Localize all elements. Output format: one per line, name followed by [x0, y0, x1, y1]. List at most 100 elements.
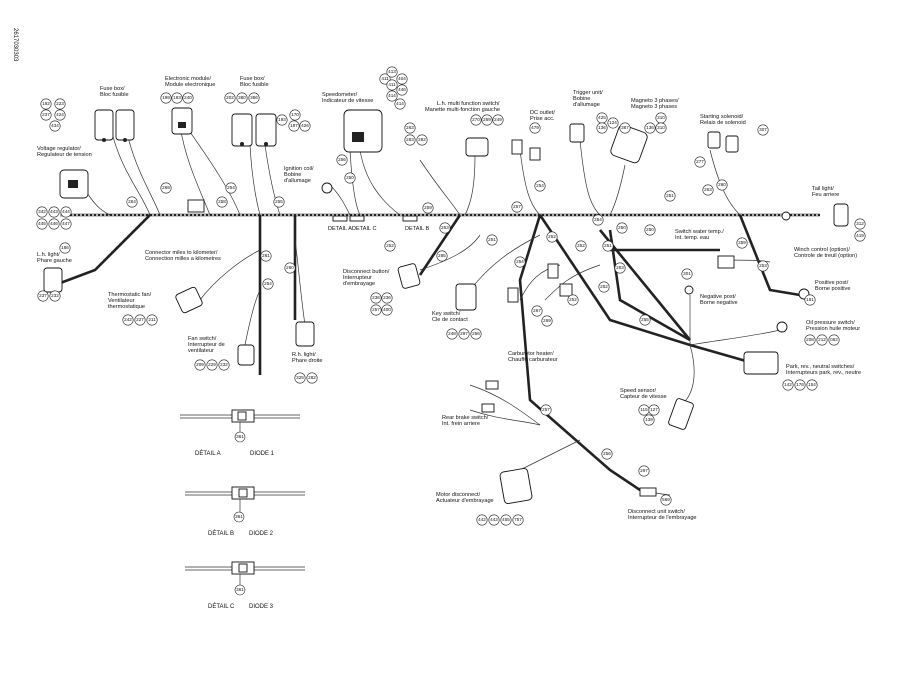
callout-number: 310 [657, 125, 665, 130]
callout-number: 479 [531, 125, 539, 130]
callout-circle [344, 172, 356, 184]
callout-circle [306, 372, 318, 384]
callout-number: 254 [264, 281, 272, 286]
callout-circle [436, 250, 448, 262]
callout-number: 277 [696, 159, 704, 164]
callout-number: 252 [577, 243, 585, 248]
callout-circle [534, 180, 546, 192]
callout-number: 387 [621, 125, 629, 130]
callout-number: 283 [406, 137, 414, 142]
callout-number: 255 [641, 317, 649, 322]
label-connector-miles: Connector miles to kilometer/Connection … [145, 250, 221, 262]
callout-number: 142 [784, 382, 792, 387]
callout-number: 445 [38, 221, 46, 226]
component-trigger-unit [569, 123, 585, 143]
callout-number: 237 [39, 293, 47, 298]
callout-circle [638, 465, 650, 477]
callout-number: 257 [372, 307, 380, 312]
callout-circle [619, 122, 631, 134]
callout-circle [476, 514, 488, 526]
callout-circle [182, 92, 194, 104]
callout-number: 252 [386, 243, 394, 248]
callout-circle [396, 84, 408, 96]
callout-circle [288, 120, 300, 132]
callout-number: 447 [62, 221, 70, 226]
callout-number: 250 [618, 225, 626, 230]
callout-circle [236, 92, 248, 104]
callout-circle [546, 231, 558, 243]
component-disconnect-unit [639, 487, 657, 497]
callout-circle [854, 230, 866, 242]
callout-number: 242 [124, 317, 132, 322]
callout-circle [396, 73, 408, 85]
callout-circle [529, 122, 541, 134]
callout-circle [648, 404, 660, 416]
detail-c-title: DÉTAIL C [208, 603, 235, 610]
callout-number: 380 [238, 95, 246, 100]
component-key-switch [455, 283, 477, 311]
callout-number: 258 [218, 199, 226, 204]
callout-number: 227 [136, 317, 144, 322]
harness-tag-detail-a: DETAIL A [328, 226, 352, 232]
callout-circle [260, 250, 272, 262]
callout-number: 426 [301, 123, 309, 128]
label-tail-light: Tail light/Feu arriere [812, 186, 839, 198]
callout-circle [492, 114, 504, 126]
callout-number: 411 [388, 82, 396, 87]
component-carburetor-heater [507, 263, 573, 303]
component-connector-miles [187, 199, 205, 213]
component-speed-sensor [668, 398, 694, 430]
callout-number: 186 [61, 245, 69, 250]
callout-number: 161 [806, 297, 814, 302]
callout-circle [446, 328, 458, 340]
callout-circle [422, 202, 434, 214]
callout-number: 259 [424, 205, 432, 210]
component-rh-light [295, 321, 315, 347]
callout-circle [757, 260, 769, 272]
callout-number: 252 [600, 284, 608, 289]
callout-circle [806, 379, 818, 391]
callout-number: 263 [406, 125, 414, 130]
label-winch-control: Winch control (option)/Controle de treui… [794, 247, 857, 259]
callout-number: 236 [372, 295, 380, 300]
callout-number: 255 [275, 199, 283, 204]
callout-circle [804, 294, 816, 306]
callout-circle [702, 184, 714, 196]
detail-a-diode: DIODE 1 [250, 451, 275, 457]
component-fuse-box-center [231, 113, 277, 147]
callout-number: 187 [290, 123, 298, 128]
callout-number: 260 [718, 182, 726, 187]
callout-circle [294, 372, 306, 384]
label-positive-post: Positive post/Borne positive [815, 280, 850, 292]
callout-number: 261 [262, 253, 270, 258]
label-electronic-module: Electronic module/Module electronique [165, 76, 215, 88]
callout-number: 208 [806, 337, 814, 342]
callout-circle [470, 114, 482, 126]
detail-c-diode: DIODE 3 [249, 604, 274, 610]
callout-circle [601, 448, 613, 460]
callout-number: 253 [759, 263, 767, 268]
callout-circle [854, 218, 866, 230]
callout-circle [284, 262, 296, 274]
callout-number: 442 [478, 517, 486, 522]
callout-circle [681, 268, 693, 280]
component-tail-light [781, 203, 849, 227]
callout-number: 251 [488, 237, 496, 242]
callout-number: 209 [196, 362, 204, 367]
callout-circle [481, 114, 493, 126]
label-speedometer: Speedometer/Indicateur de vitesse [322, 92, 373, 104]
label-disconnect-unit: Disconnect unit switch/Interrupteur de l… [628, 509, 697, 521]
callout-circle [289, 109, 301, 121]
label-magneto: Magneto 3 phases/Magneto 3 phases [631, 98, 679, 110]
label-motor-disconnect: Motor disconnect/Actuateur d'embrayage [436, 492, 494, 504]
component-voltage-regulator [59, 169, 89, 199]
callout-circle [262, 278, 274, 290]
label-lh-light: L.h. light/Phare gauche [37, 252, 72, 264]
callout-circle [598, 281, 610, 293]
component-fuse-box-left [94, 109, 135, 142]
harness-tag-detail-b: DETAIL B [405, 226, 430, 232]
component-lh-light [43, 267, 63, 293]
